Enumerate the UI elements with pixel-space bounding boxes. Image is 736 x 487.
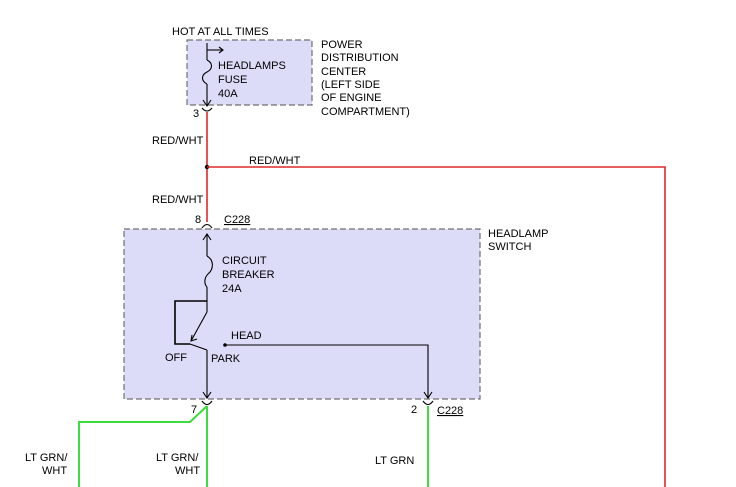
head-output-arrow bbox=[423, 391, 433, 399]
ltgrn-label: LT GRN bbox=[375, 455, 414, 467]
pdc-desc-line-6: COMPARTMENT) bbox=[321, 106, 410, 118]
ltgrn-wht-mid-label-2: WHT bbox=[175, 465, 200, 477]
switch-bottom-pin-7: 7 bbox=[191, 404, 197, 416]
park-output-arrow bbox=[202, 391, 212, 399]
switch-blade bbox=[190, 311, 208, 342]
switch-off-label: OFF bbox=[165, 352, 187, 364]
breaker-label-line-3: 24A bbox=[222, 283, 242, 295]
breaker-label-line-1: CIRCUIT bbox=[222, 255, 267, 267]
headlamp-switch-title-2: SWITCH bbox=[488, 241, 531, 253]
switch-park-label: PARK bbox=[211, 353, 241, 365]
head-output-line bbox=[225, 344, 429, 398]
red-wire-branch bbox=[207, 166, 666, 487]
pdc-pin-3: 3 bbox=[193, 108, 199, 120]
circuit-breaker-symbol bbox=[202, 233, 213, 312]
ltgrn-wht-mid-label-1: LT GRN/ bbox=[156, 452, 199, 464]
switch-bottom-connector-left bbox=[201, 400, 213, 406]
pdc-desc-line-4: (LEFT SIDE bbox=[321, 79, 380, 91]
pdc-desc-line-2: DISTRIBUTION bbox=[321, 52, 399, 64]
pdc-desc-line-3: CENTER bbox=[321, 66, 366, 78]
switch-bottom-pin-2: 2 bbox=[411, 404, 417, 416]
ltgrn-wht-left-label-2: WHT bbox=[42, 465, 67, 477]
headlamps-fuse-symbol bbox=[201, 43, 224, 107]
pdc-connector-symbol bbox=[201, 107, 213, 112]
switch-bottom-connector-c228: C228 bbox=[437, 405, 463, 417]
ltgrn-wht-left-label-1: LT GRN/ bbox=[25, 452, 68, 464]
switch-bottom-connector-right bbox=[422, 400, 434, 406]
red-wht-lower-label: RED/WHT bbox=[152, 194, 204, 206]
switch-top-pin-8: 8 bbox=[195, 214, 201, 226]
switch-top-connector-c228: C228 bbox=[224, 214, 250, 226]
switch-contact-to-park bbox=[189, 343, 208, 351]
breaker-label-line-2: BREAKER bbox=[222, 269, 275, 281]
headlamp-switch-title-1: HEADLAMP bbox=[488, 228, 549, 240]
switch-top-connector-symbol bbox=[201, 223, 213, 229]
pdc-desc-line-5: OF ENGINE bbox=[321, 92, 382, 104]
fuse-label-line-2: FUSE bbox=[218, 74, 247, 86]
red-wht-branch-label: RED/WHT bbox=[249, 155, 301, 167]
pdc-desc-line-1: POWER bbox=[321, 39, 363, 51]
ltgrn-wht-left-wire bbox=[78, 405, 208, 487]
switch-head-label: HEAD bbox=[231, 330, 262, 342]
fuse-label-line-3: 40A bbox=[218, 88, 238, 100]
power-distribution-box bbox=[186, 39, 313, 106]
hot-at-all-times-label: HOT AT ALL TIMES bbox=[172, 26, 269, 38]
headlamp-switch-box bbox=[123, 228, 481, 400]
switch-blade-arrow bbox=[190, 334, 198, 342]
fuse-label-line-1: HEADLAMPS bbox=[218, 60, 286, 72]
switch-off-loop bbox=[174, 300, 207, 345]
red-wht-upper-label: RED/WHT bbox=[152, 135, 204, 147]
